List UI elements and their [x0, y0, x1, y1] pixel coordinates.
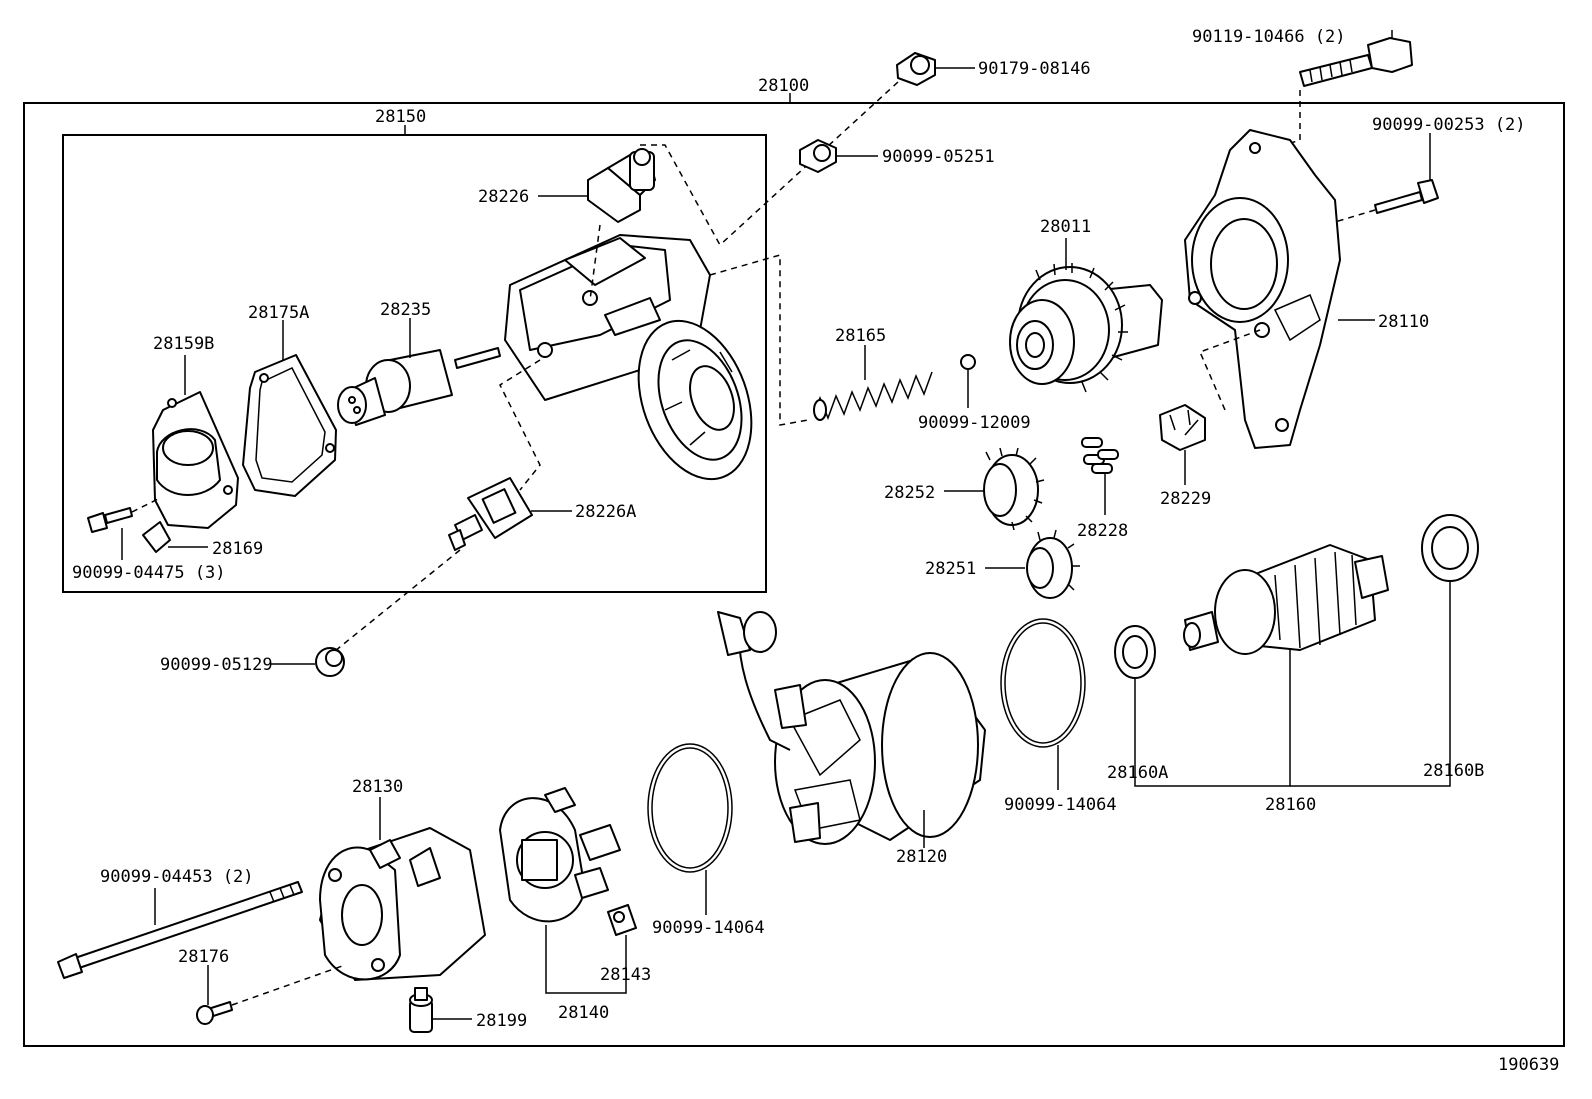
solenoid-housing[interactable] [504, 234, 772, 495]
part-90099-04475-screw[interactable] [87, 507, 133, 533]
part-28176-screw[interactable] [196, 1001, 233, 1025]
part-28226-terminal[interactable] [587, 148, 656, 223]
label-90099-14064-right: 90099-14064 [1004, 795, 1117, 815]
label-28229: 28229 [1160, 489, 1211, 509]
part-90099-00253-bolt[interactable] [1374, 179, 1439, 214]
part-28160A-bearing[interactable] [1114, 625, 1156, 679]
part-28229-retainer[interactable] [1159, 404, 1206, 451]
part-28143-clip[interactable] [607, 904, 637, 936]
part-90099-04453-bolt[interactable] [57, 881, 303, 979]
label-28251: 28251 [925, 559, 976, 579]
part-28160B-bearing[interactable] [1421, 514, 1479, 582]
part-28120-yoke[interactable] [717, 611, 986, 845]
label-28100: 28100 [758, 76, 809, 96]
label-90119-10466: 90119-10466 (2) [1192, 27, 1346, 47]
part-28175A-gasket[interactable] [242, 354, 337, 497]
label-28226: 28226 [478, 187, 529, 207]
part-90099-05251-nut[interactable] [799, 139, 837, 173]
label-28160A: 28160A [1107, 763, 1168, 783]
label-90179-08146: 90179-08146 [978, 59, 1091, 79]
part-28169-clip[interactable] [142, 521, 171, 553]
label-28140: 28140 [558, 1003, 609, 1023]
label-28150: 28150 [375, 107, 426, 127]
label-28235: 28235 [380, 300, 431, 320]
part-28110-housing[interactable] [1184, 129, 1341, 449]
part-28130-end-frame[interactable] [319, 827, 486, 981]
label-90099-04453: 90099-04453 (2) [100, 867, 254, 887]
label-28110: 28110 [1378, 312, 1429, 332]
label-28159B: 28159B [153, 334, 214, 354]
label-90099-05129: 90099-05129 [160, 655, 273, 675]
figure-id: 190639 [1498, 1055, 1559, 1075]
part-28159B-cover[interactable] [152, 391, 239, 529]
label-90099-05251: 90099-05251 [882, 147, 995, 167]
label-28169: 28169 [212, 539, 263, 559]
part-28140-brush-holder[interactable] [499, 787, 621, 923]
label-28176: 28176 [178, 947, 229, 967]
part-90099-14064-oring-right[interactable] [1000, 618, 1086, 748]
part-28199-plug[interactable] [409, 987, 433, 1033]
label-28199: 28199 [476, 1011, 527, 1031]
part-28251-gear[interactable] [1026, 529, 1080, 599]
label-28228: 28228 [1077, 521, 1128, 541]
assembly-frame-28100 [23, 102, 1565, 1047]
label-90099-12009: 90099-12009 [918, 413, 1031, 433]
part-28011-clutch[interactable] [1009, 263, 1163, 393]
subassembly-frame-28150 [62, 134, 767, 593]
part-28226A-contact[interactable] [448, 477, 533, 551]
part-28160-armature[interactable] [1183, 544, 1389, 655]
label-28143: 28143 [600, 965, 651, 985]
label-28120: 28120 [896, 847, 947, 867]
label-28175A: 28175A [248, 303, 309, 323]
label-90099-04475: 90099-04475 (3) [72, 563, 226, 583]
label-28011: 28011 [1040, 217, 1091, 237]
part-90179-08146-nut[interactable] [896, 52, 936, 86]
label-28160: 28160 [1265, 795, 1316, 815]
part-90119-10466-bolt[interactable] [1299, 37, 1413, 87]
part-90099-12009-ball[interactable] [960, 354, 976, 370]
part-90099-14064-oring-left[interactable] [647, 743, 733, 873]
part-90099-05129-nut[interactable] [315, 647, 345, 677]
label-28130: 28130 [352, 777, 403, 797]
part-28235-plunger[interactable] [337, 347, 501, 426]
part-28228-rollers[interactable] [1081, 437, 1119, 474]
label-28165: 28165 [835, 326, 886, 346]
label-90099-14064-left: 90099-14064 [652, 918, 765, 938]
part-28252-gear[interactable] [983, 447, 1045, 531]
label-28226A: 28226A [575, 502, 636, 522]
label-28252: 28252 [884, 483, 935, 503]
part-28165-spring[interactable] [813, 371, 933, 421]
label-28160B: 28160B [1423, 761, 1484, 781]
label-90099-00253: 90099-00253 (2) [1372, 115, 1526, 135]
